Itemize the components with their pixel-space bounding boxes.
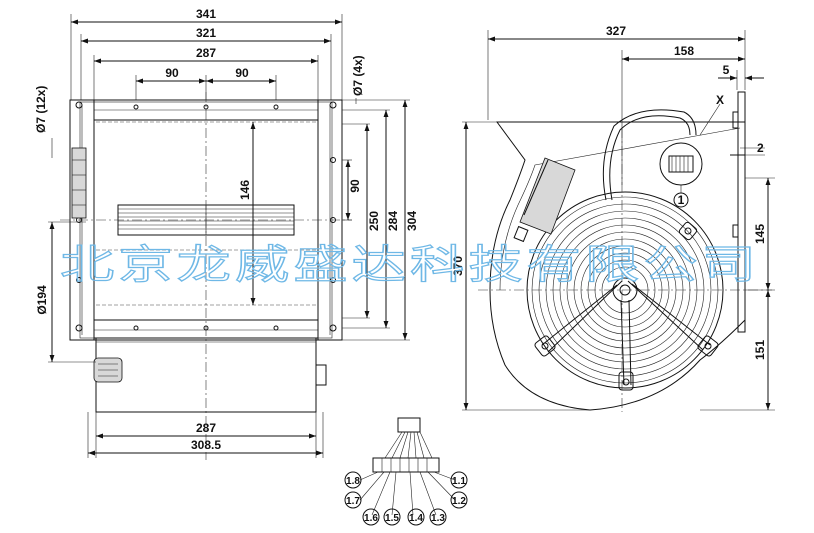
motor-housing [71,147,87,219]
dim-158: 158 [674,44,694,58]
svg-text:1.5: 1.5 [385,513,399,524]
svg-text:1.8: 1.8 [346,476,360,487]
dim-2: 2 [757,141,764,155]
dim-5: 5 [723,63,730,77]
hole-7-4x: Ø7 (4x) [351,55,365,96]
svg-text:1.2: 1.2 [452,496,466,507]
dim-284: 284 [386,211,400,231]
pin-1-6: 1.6 [362,508,380,526]
svg-text:1.1: 1.1 [452,476,466,487]
svg-text:1.7: 1.7 [346,496,360,507]
dim-321: 321 [196,26,216,40]
callout-1-circle [673,192,689,208]
mounting-holes [75,101,337,332]
dim-287-bottom: 287 [196,421,216,435]
dim-146: 146 [238,180,252,200]
svg-text:1.6: 1.6 [364,513,378,524]
side-view: 327 158 5 2 [451,24,775,412]
dim-145: 145 [753,224,767,244]
svg-text:1.3: 1.3 [431,513,445,524]
dim-90-left: 90 [165,66,179,80]
svg-text:1.4: 1.4 [409,513,423,524]
dim-90-right: 90 [235,66,249,80]
terminal-box [513,157,576,243]
dim-151: 151 [753,340,767,360]
front-view: 341 321 287 90 90 Ø7 (4x) Ø7 (12x) [34,7,419,460]
dim-90-vertical: 90 [348,179,362,193]
callout-1: 1 [678,193,685,207]
dim-341: 341 [196,7,216,21]
watermark: 北京龙威盛达科技有限公司 [60,242,760,288]
dim-370: 370 [451,256,465,276]
dim-250: 250 [367,211,381,231]
pin-1-3: 1.3 [429,508,447,526]
pin-1-4: 1.4 [407,508,425,526]
detail-x-circle [659,142,703,186]
connector-detail: 1.8 1.7 1.6 1.5 1.4 1.3 1.1 1.2 [344,417,468,526]
hole-7-12x: Ø7 (12x) [34,86,48,133]
fan-guard [526,191,724,391]
pin-1-7: 1.7 [344,491,362,509]
dim-304: 304 [405,211,419,231]
dim-287-top: 287 [196,46,216,60]
dim-d194: Ø194 [35,285,49,315]
pin-1-8: 1.8 [344,471,362,489]
scroll-housing [489,121,746,411]
pin-1-5: 1.5 [383,508,401,526]
detail-x-label: X [716,93,724,107]
pin-1-2: 1.2 [450,491,468,509]
dim-327: 327 [606,24,626,38]
pin-1-1: 1.1 [450,471,468,489]
dim-308-5: 308.5 [191,438,221,452]
